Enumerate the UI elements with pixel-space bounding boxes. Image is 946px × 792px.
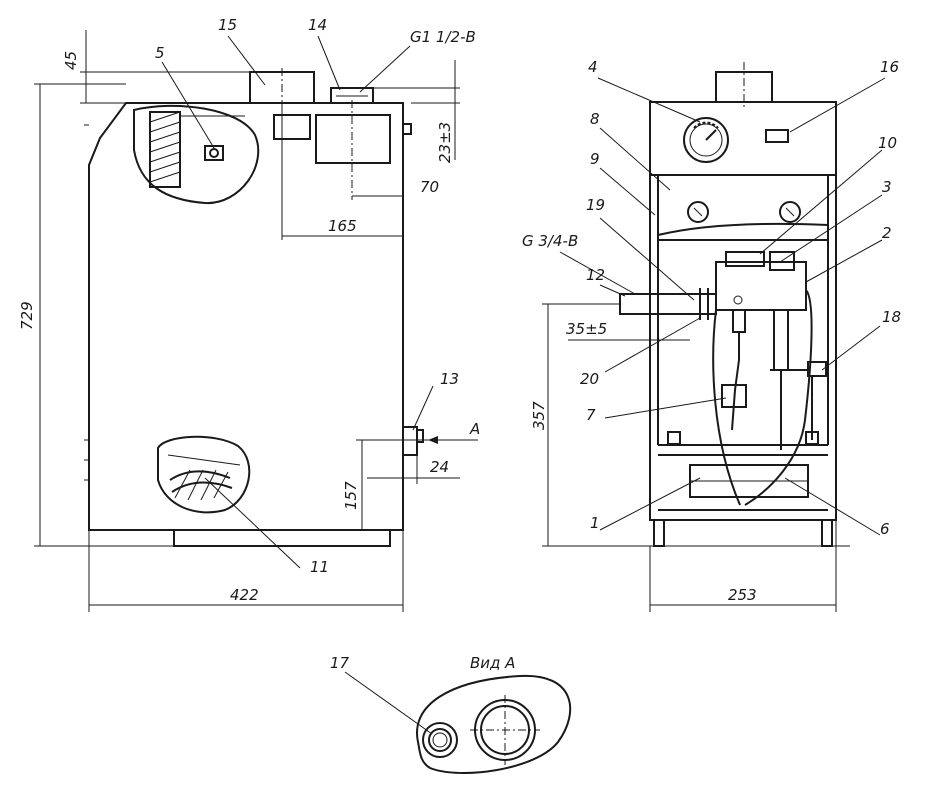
fitting-13: [402, 426, 418, 456]
callout-16: 16: [880, 58, 899, 76]
callout-12: 12: [586, 266, 605, 284]
view-a: [344, 671, 572, 774]
dim-253: 253: [728, 586, 757, 604]
front-view: [542, 62, 886, 612]
side-window-large: [315, 114, 391, 164]
dim-422: 422: [230, 586, 259, 604]
thread-g-1-1-2: G1 1/2-B: [410, 28, 476, 46]
callout-2: 2: [882, 224, 892, 242]
side-body-outline: [88, 102, 404, 531]
front-body-outline: [649, 101, 837, 521]
callout-6: 6: [880, 520, 890, 538]
side-view: [34, 30, 478, 612]
knob-left: [687, 201, 709, 223]
dim-24: 24: [430, 458, 449, 476]
dim-23-3: 23±3: [436, 122, 454, 163]
side-window-small: [273, 114, 311, 140]
callout-3: 3: [882, 178, 892, 196]
view-a-small-port: [422, 722, 458, 758]
cutout-bottom: [157, 435, 251, 514]
callout-17: 17: [330, 654, 350, 672]
gas-valve: [715, 261, 807, 311]
thread-g-3-4: G 3/4-B: [522, 232, 578, 250]
knob-right: [779, 201, 801, 223]
callout-15: 15: [218, 16, 237, 34]
dim-729: 729: [18, 301, 36, 330]
cutout-top: [133, 104, 260, 205]
callout-9: 9: [590, 150, 600, 168]
callout-8: 8: [590, 110, 600, 128]
callout-13: 13: [440, 370, 459, 388]
callout-10: 10: [878, 134, 897, 152]
inlet-pipe: [619, 293, 717, 315]
callout-1: 1: [590, 514, 600, 532]
arrow-a-label: A: [469, 420, 480, 438]
callout-18: 18: [882, 308, 901, 326]
dim-165: 165: [328, 217, 357, 235]
callout-7: 7: [586, 406, 596, 424]
dim-157: 157: [342, 481, 360, 510]
view-a-outline: [416, 674, 572, 774]
pressure-gauge: [683, 117, 729, 163]
side-base: [173, 529, 391, 547]
dim-357: 357: [530, 401, 548, 430]
callout-11: 11: [310, 558, 329, 576]
igniter-7: [721, 384, 747, 408]
callout-5: 5: [155, 44, 165, 62]
view-a-title: Вид А: [470, 654, 515, 672]
switch-16: [765, 129, 789, 143]
dim-35-5: 35±5: [566, 320, 607, 338]
callout-14: 14: [308, 16, 327, 34]
dim-45: 45: [62, 51, 80, 70]
callout-4: 4: [588, 58, 598, 76]
callout-20: 20: [580, 370, 599, 388]
dim-70: 70: [420, 178, 439, 196]
callout-19: 19: [586, 196, 605, 214]
